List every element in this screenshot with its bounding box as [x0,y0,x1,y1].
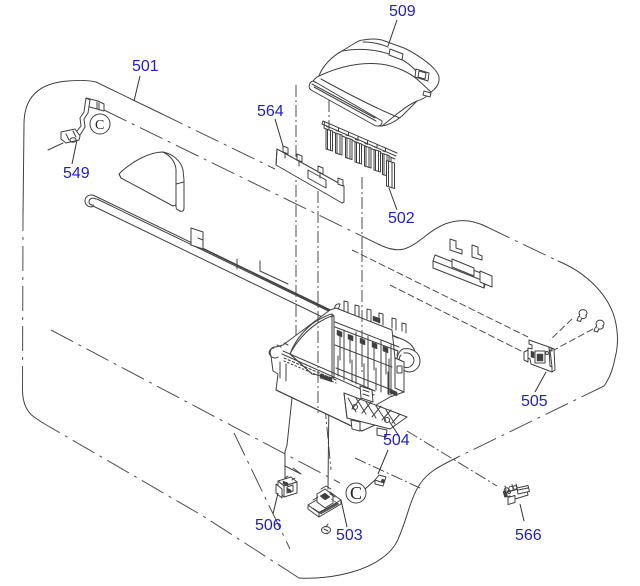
svg-text:502: 502 [388,210,415,227]
svg-text:509: 509 [389,3,416,20]
svg-text:504: 504 [383,432,410,449]
svg-text:503: 503 [336,527,363,544]
svg-text:564: 564 [257,103,284,120]
svg-text:C: C [350,483,362,503]
svg-text:C: C [95,118,104,133]
svg-text:501: 501 [132,58,159,75]
svg-text:506: 506 [255,517,282,534]
svg-text:505: 505 [521,393,548,410]
svg-text:549: 549 [63,165,90,182]
svg-text:566: 566 [515,527,542,544]
